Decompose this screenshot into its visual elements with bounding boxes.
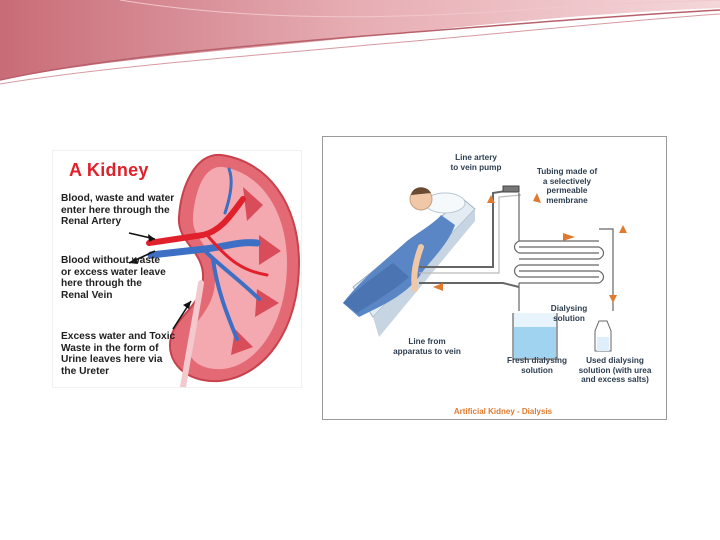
slide-banner — [0, 0, 720, 90]
line-to-vein-label: Line from apparatus to vein — [393, 337, 461, 356]
kidney-diagram: A Kidney Blood, waste and water enter he… — [52, 150, 302, 388]
kidney-illustration — [128, 153, 301, 387]
line-artery-label: Line artery to vein pump — [450, 153, 502, 172]
renal-artery-label: Blood, waste and water enter here throug… — [61, 193, 175, 228]
renal-vein-label: Blood without waste or excess water leav… — [61, 255, 166, 301]
fresh-solution-label: Fresh dialysing solution — [506, 356, 568, 375]
dialysis-illustration — [343, 185, 627, 360]
kidney-title: A Kidney — [69, 160, 149, 180]
dialysis-diagram: Line artery to vein pump Tubing made of … — [322, 136, 667, 420]
tubing-membrane-label: Tubing made of a selectively permeable m… — [536, 167, 598, 205]
used-solution-label: Used dialysing solution (with urea and e… — [578, 356, 652, 385]
ureter-label: Excess water and Toxic Waste in the form… — [61, 331, 176, 377]
dialysis-caption: Artificial Kidney - Dialysis — [453, 407, 553, 416]
dialysing-solution-label: Dialysing solution — [550, 304, 588, 323]
